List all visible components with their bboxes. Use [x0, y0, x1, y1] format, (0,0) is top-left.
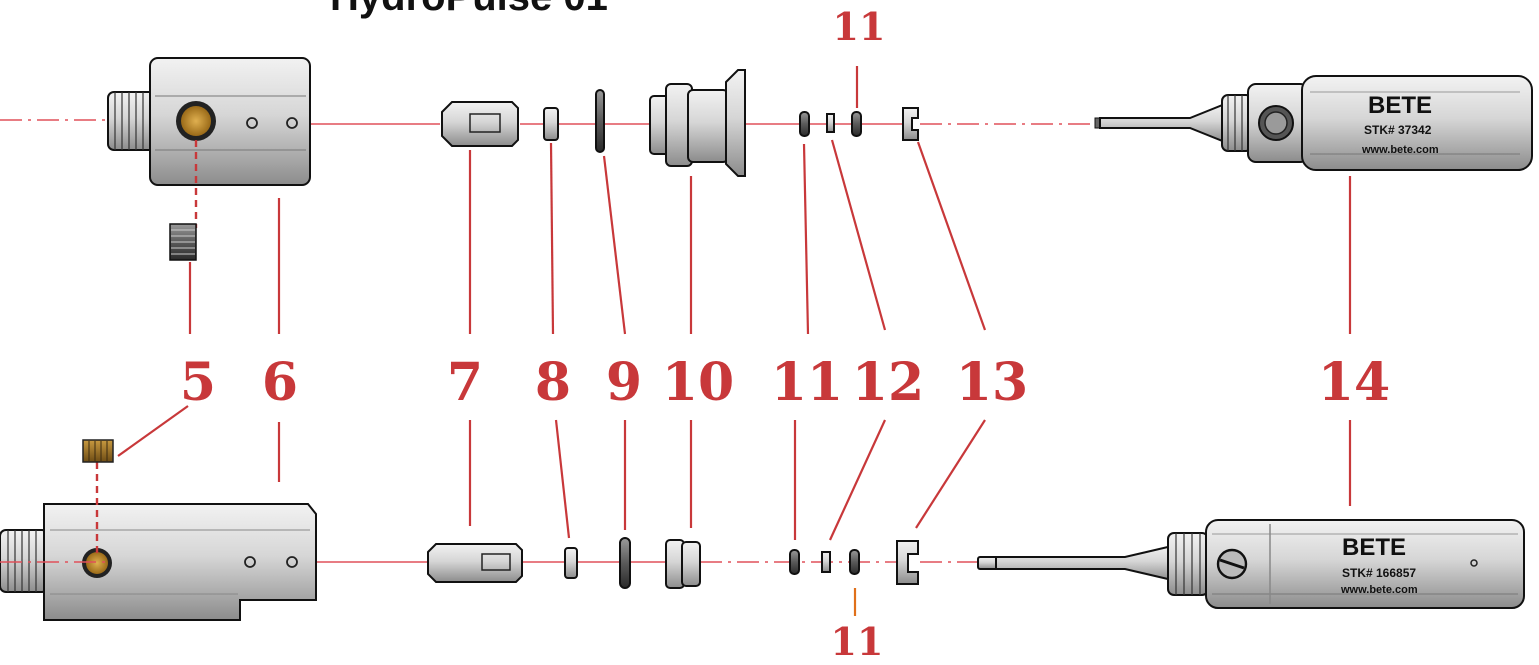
bottom-leader-8	[554, 419, 571, 539]
bottom-part-10-adapter	[665, 539, 701, 589]
bottom-part-13-retainer	[896, 540, 919, 585]
top-leader-11	[802, 143, 810, 335]
bottom-part-6-body	[0, 503, 317, 621]
bottom-leader-12	[829, 419, 886, 541]
label-11: 11	[771, 352, 843, 413]
top-leader-8	[549, 142, 555, 335]
top-part-12-washer	[826, 113, 835, 133]
bottom-probe-stock: STK# 166857	[1342, 566, 1416, 580]
label-7: 7	[447, 352, 483, 413]
bottom-part-12-washer	[821, 551, 831, 573]
top-leader-12	[830, 139, 887, 331]
part-number-row: 5 6 7 8 9 10 11 12 13 14	[180, 352, 1390, 413]
top-part-7-tip	[441, 101, 519, 147]
bottom-part-11-oring-b	[849, 549, 860, 575]
top-leader-9	[602, 155, 627, 335]
top-part-9-oring	[595, 89, 605, 153]
top-callout-11: 11	[833, 4, 886, 49]
bottom-part-7-tip	[427, 543, 523, 583]
label-12: 12	[852, 352, 924, 413]
top-part-13-retainer	[902, 107, 919, 141]
label-8: 8	[535, 352, 571, 413]
diagram-title: HydroPulse 01	[330, 0, 608, 19]
top-assembly: BETE STK# 37342 www.bete.com 11	[0, 4, 1533, 335]
top-part-8-nut	[543, 107, 559, 141]
bottom-probe-website: www.bete.com	[1340, 584, 1418, 596]
bottom-part-5-plug	[82, 439, 114, 463]
label-14: 14	[1318, 352, 1390, 413]
bottom-part-8-nut	[564, 547, 578, 579]
label-10: 10	[662, 352, 734, 413]
bottom-callout-11: 11	[831, 619, 884, 664]
top-part-5-plug	[169, 223, 197, 261]
label-9: 9	[606, 352, 642, 413]
label-6: 6	[262, 352, 298, 413]
bottom-part-11-oring-a	[789, 549, 800, 575]
top-part-11-oring-a	[799, 111, 810, 137]
top-probe-website: www.bete.com	[1361, 144, 1439, 156]
top-part-14-probe: BETE STK# 37342 www.bete.com	[1094, 75, 1533, 171]
bottom-part-9-oring	[619, 537, 631, 589]
top-probe-brand: BETE	[1368, 92, 1432, 119]
top-probe-stock: STK# 37342	[1364, 123, 1432, 137]
top-part-11-oring-b	[851, 111, 862, 137]
label-5: 5	[180, 352, 216, 413]
bottom-leader-13	[915, 419, 986, 529]
bottom-assembly: BETE STK# 166857 www.bete.com 11	[0, 405, 1525, 664]
top-part-6-body	[107, 57, 311, 186]
bottom-leader-5	[117, 405, 189, 457]
top-leader-13	[916, 141, 987, 331]
bottom-part-14-probe: BETE STK# 166857 www.bete.com	[977, 519, 1525, 609]
label-13: 13	[956, 352, 1028, 413]
top-part-10-adapter	[649, 69, 746, 177]
bottom-probe-brand: BETE	[1342, 534, 1406, 561]
